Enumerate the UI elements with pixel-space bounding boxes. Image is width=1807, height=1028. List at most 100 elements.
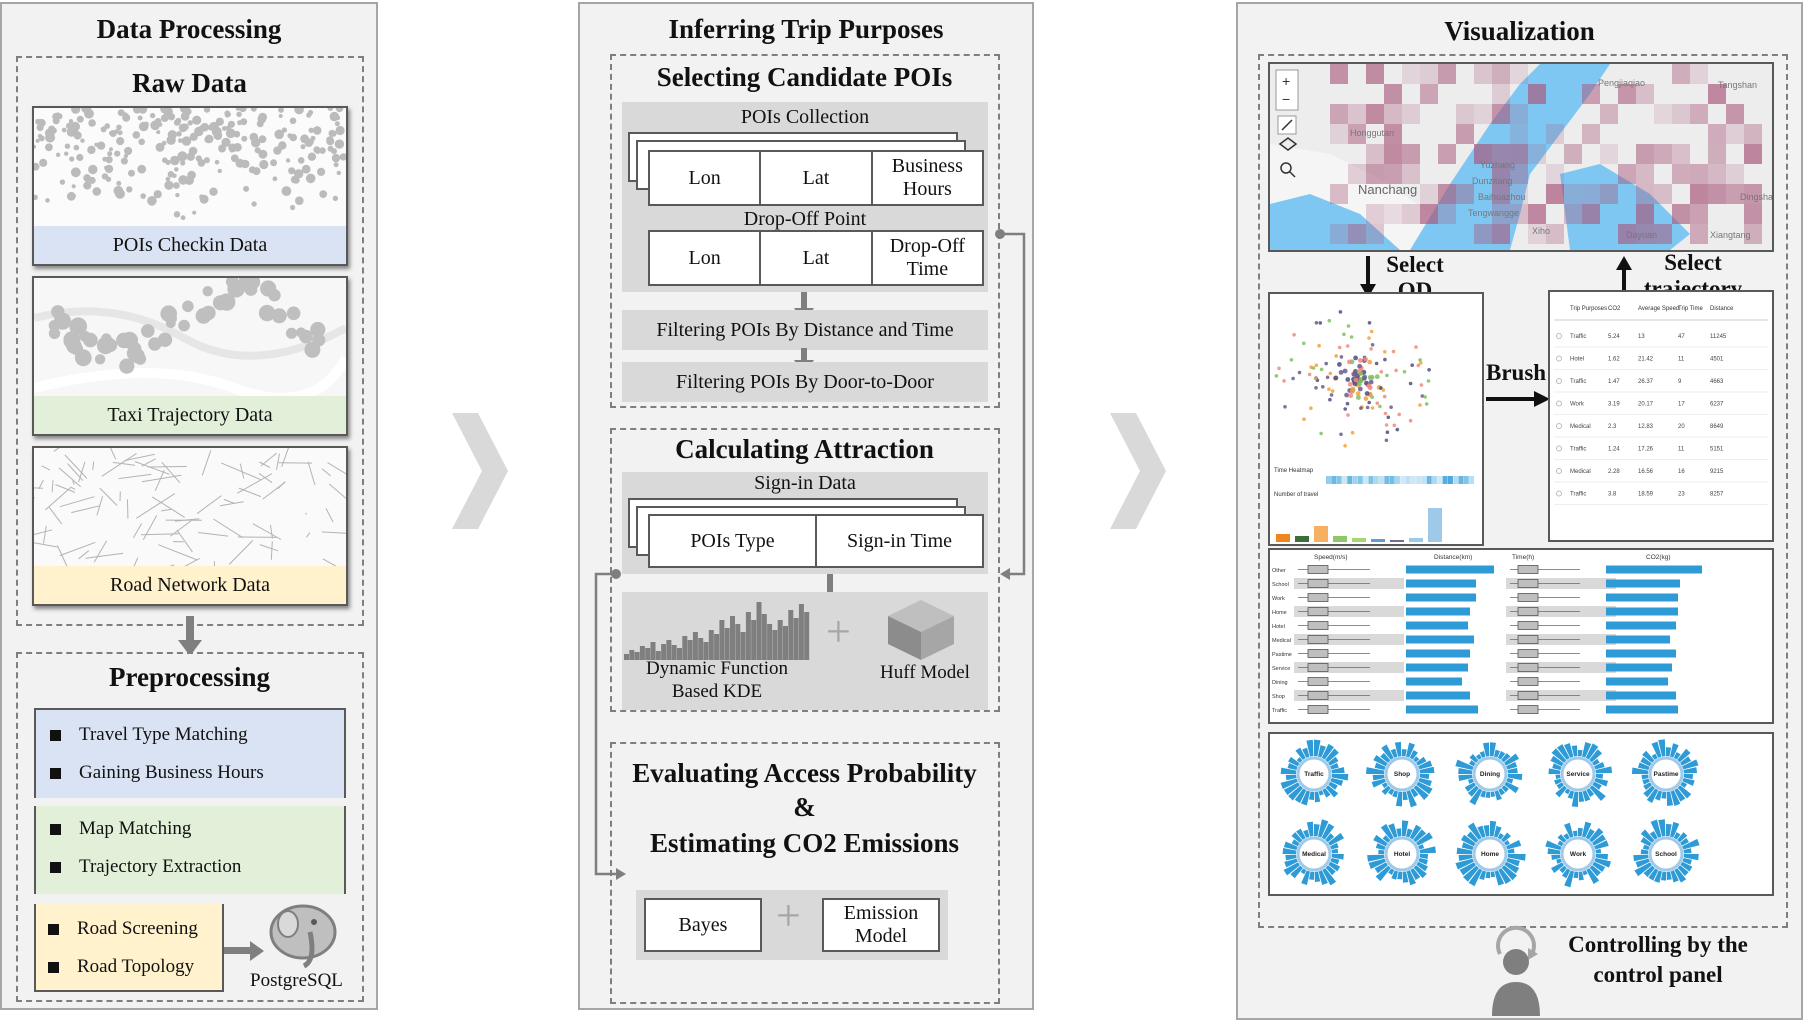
trajectory-point — [51, 305, 65, 319]
scatter-canvas[interactable]: Time Heatmap Number of travel — [1270, 294, 1482, 544]
radial-segment — [1375, 865, 1391, 882]
scatter-view[interactable]: Time Heatmap Number of travel — [1268, 292, 1484, 546]
radial-segment — [1388, 788, 1395, 796]
table-cell: 16.56 — [1638, 469, 1654, 475]
category-label: School — [1272, 582, 1289, 588]
radial-segment — [1633, 854, 1649, 862]
radial-segment — [1368, 858, 1386, 870]
radial-segment — [1388, 868, 1395, 875]
radial-segment — [1322, 868, 1337, 886]
radial-segment — [1409, 824, 1422, 840]
road-segment — [133, 557, 139, 566]
preprocessing-section: Preprocessing Travel Type Matching Gaini… — [16, 652, 364, 1002]
zoom-control[interactable] — [1275, 69, 1299, 111]
radial-segment — [1314, 791, 1321, 803]
radial-segment — [1595, 848, 1602, 854]
road-segment — [41, 465, 51, 471]
poi-dot — [180, 160, 186, 166]
scatter-point — [1302, 341, 1306, 346]
polygon-select-icon[interactable] — [1278, 137, 1298, 151]
radial-center — [1472, 756, 1508, 792]
heat-cell — [1348, 164, 1366, 184]
map-view[interactable]: Nanchang Honggutan Yuzhang Dunzitang Bai… — [1268, 62, 1774, 252]
radial-segment — [1490, 820, 1497, 837]
boxplot-view[interactable]: Speed(m/s)Distance(km)Time(h)CO2(kg)Othe… — [1268, 548, 1774, 724]
heatmap-cell — [1389, 476, 1395, 484]
dropoff-fields-row: Lon Lat Drop-Off Time — [648, 230, 984, 286]
poi-dot — [155, 142, 165, 152]
radial-segment — [1680, 756, 1692, 766]
distance-bar — [1406, 593, 1476, 602]
poi-dot — [55, 112, 60, 117]
heat-cell — [1510, 184, 1528, 204]
poi-dot — [335, 125, 345, 136]
table-header: Distance — [1710, 306, 1734, 312]
radial-segment — [1683, 774, 1694, 780]
road-segment — [142, 514, 158, 541]
scatter-point — [1423, 395, 1427, 399]
zoom-in-button[interactable]: + — [1282, 73, 1290, 89]
radial-segment — [1670, 821, 1680, 838]
heat-cell — [1384, 164, 1402, 184]
radial-segment — [1660, 871, 1666, 881]
radial-segment — [1416, 781, 1433, 795]
radial-center — [1384, 756, 1420, 792]
map-canvas[interactable]: Nanchang Honggutan Yuzhang Dunzitang Bai… — [1270, 64, 1772, 250]
poi-dot — [176, 131, 182, 137]
trajectory-point — [63, 333, 80, 349]
radial-segment — [1651, 741, 1662, 758]
scatter-point — [1345, 401, 1350, 406]
heat-cell — [1726, 164, 1744, 184]
kde-bar — [719, 620, 725, 660]
road-segment — [269, 524, 273, 539]
boxplot-canvas[interactable]: Speed(m/s)Distance(km)Time(h)CO2(kg)Othe… — [1270, 550, 1772, 722]
scatter-point — [1424, 402, 1429, 406]
kde-bar — [687, 640, 693, 660]
poi-dot — [281, 186, 292, 196]
radial-segment — [1683, 854, 1699, 861]
poi-dot — [274, 129, 284, 140]
radial-center — [1648, 836, 1684, 872]
draw-icon[interactable] — [1281, 119, 1293, 131]
scatter-point — [1389, 405, 1393, 409]
field-dropoff-time: Drop-Off Time — [872, 230, 984, 286]
radial-segment — [1592, 758, 1600, 766]
box — [1307, 621, 1329, 630]
scatter-point — [1309, 406, 1313, 410]
radial-segment — [1592, 781, 1602, 790]
kde-bar — [804, 612, 810, 660]
heat-cell — [1330, 104, 1348, 124]
road-segment — [140, 533, 179, 536]
zoom-out-button[interactable]: − — [1282, 91, 1290, 107]
poi-dot — [147, 196, 157, 206]
radial-segment — [1309, 791, 1314, 801]
scatter-point — [1374, 374, 1380, 380]
distance-bar — [1406, 579, 1476, 588]
radial-segment — [1589, 865, 1601, 877]
radial-segment — [1674, 868, 1687, 883]
box — [1307, 691, 1329, 700]
heat-cell — [1654, 184, 1672, 204]
postgresql-label: PostgreSQL — [250, 970, 343, 991]
radial-segment — [1595, 774, 1604, 779]
poi-dot — [259, 159, 269, 170]
poi-dot — [236, 111, 242, 117]
heat-cell — [1366, 64, 1384, 84]
radial-label: Medical — [1302, 851, 1326, 858]
radial-segment — [1381, 782, 1388, 789]
search-icon[interactable] — [1280, 162, 1292, 174]
heat-cell — [1600, 104, 1618, 124]
road-segment — [184, 557, 200, 566]
map-label: Yuzhang — [1480, 160, 1515, 170]
map-label: Honggutan — [1350, 128, 1394, 138]
road-segment — [258, 472, 273, 484]
chevron-right-icon — [452, 413, 508, 529]
road-segment — [34, 487, 44, 489]
radial-segment — [1501, 832, 1511, 843]
radial-segment — [1595, 854, 1609, 860]
heat-cell — [1636, 84, 1654, 104]
